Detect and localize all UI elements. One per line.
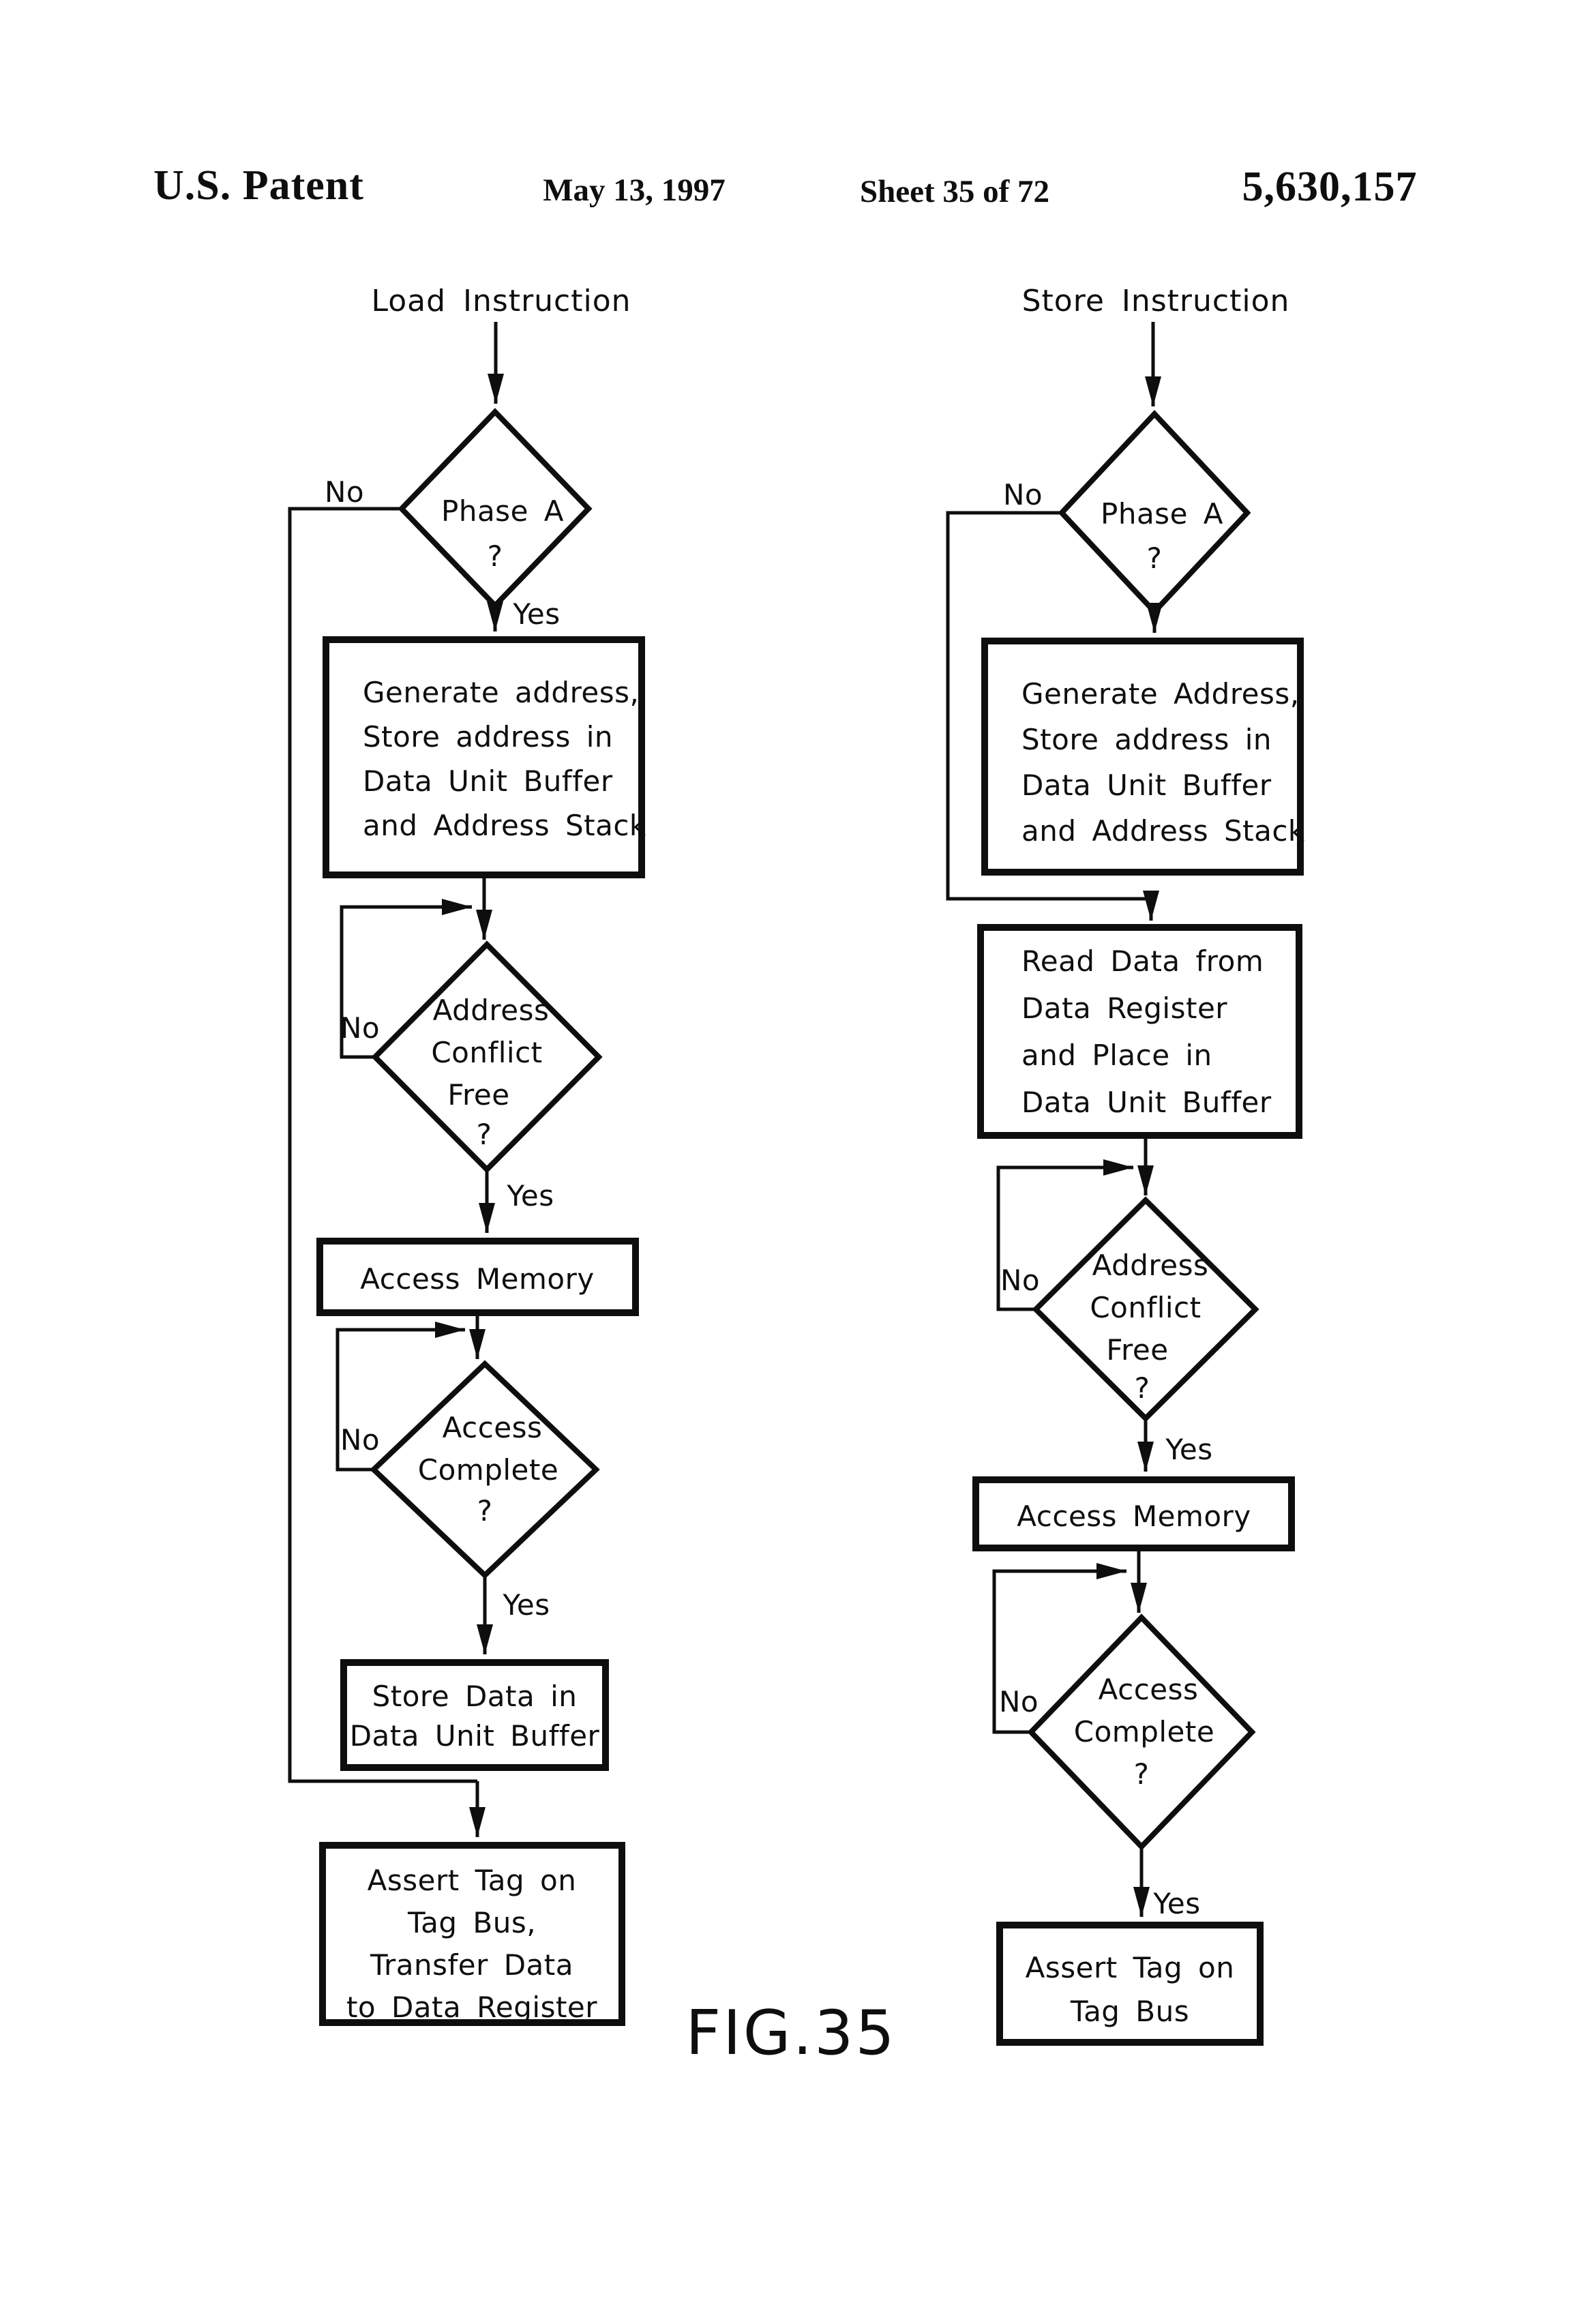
- store-read-line1: Read Data from: [1021, 944, 1264, 978]
- load-phase-a-no-connector: [288, 507, 477, 1783]
- load-phase-a-question-mark: ?: [488, 539, 503, 573]
- store-read-line2: Data Register: [1021, 992, 1227, 1025]
- load-complete-line2: Complete: [418, 1453, 558, 1487]
- load-assert-line3: Transfer Data: [370, 1948, 573, 1982]
- store-generate-address-box: [981, 638, 1304, 876]
- store-conflict-line1: Address: [1092, 1249, 1209, 1282]
- store-complete-no-loop-connector: [992, 1563, 1126, 1734]
- store-conflict-line2: Conflict: [1090, 1291, 1201, 1324]
- load-store-data-box: [340, 1659, 609, 1771]
- store-conflict-question-mark: ?: [1135, 1371, 1150, 1405]
- load-access-memory-text: Access Memory: [360, 1262, 594, 1296]
- load-conflict-yes-label: Yes: [506, 1179, 554, 1212]
- store-complete-no-label: No: [999, 1685, 1039, 1718]
- store-conflict-no-label: No: [1000, 1264, 1040, 1297]
- store-assert-line2: Tag Bus: [1070, 1995, 1189, 2028]
- store-complete-line1: Access: [1099, 1673, 1199, 1706]
- store-generate-line3: Data Unit Buffer: [1021, 769, 1272, 802]
- load-chart-title: Load Instruction: [371, 284, 631, 318]
- load-phase-a-no-label: No: [325, 475, 364, 509]
- store-complete-question-mark: ?: [1134, 1757, 1150, 1791]
- load-complete-yes-label: Yes: [502, 1588, 550, 1622]
- store-read-data-box: [977, 924, 1302, 1139]
- load-store-data-line2: Data Unit Buffer: [350, 1719, 600, 1753]
- load-conflict-line3: Free: [447, 1078, 509, 1112]
- store-generate-line4: and Address Stack: [1021, 814, 1305, 848]
- load-generate-line2: Store address in: [363, 720, 613, 754]
- load-conflict-no-label: No: [340, 1011, 380, 1045]
- store-phase-a-no-connector: [946, 511, 1151, 901]
- load-assert-tag-box: [319, 1842, 625, 2026]
- sheet-number: Sheet 35 of 72: [860, 174, 1049, 209]
- load-phase-a-text: Phase A: [441, 494, 564, 528]
- load-assert-line1: Assert Tag on: [368, 1864, 577, 1897]
- store-conflict-line3: Free: [1106, 1333, 1168, 1367]
- store-chart-title: Store Instruction: [1022, 284, 1290, 318]
- load-access-memory-box: [316, 1238, 639, 1316]
- store-access-memory-box: [972, 1476, 1295, 1551]
- load-complete-no-loop-connector: [335, 1322, 465, 1472]
- load-instruction-flowchart: Load Instruction Phase A ? No Yes Genera…: [288, 284, 646, 2026]
- patent-date: May 13, 1997: [543, 173, 726, 208]
- store-access-memory-text: Access Memory: [1017, 1500, 1251, 1533]
- load-conflict-no-loop-connector: [340, 899, 472, 1059]
- load-assert-line2: Tag Bus,: [407, 1906, 536, 1939]
- store-phase-a-question-mark: ?: [1147, 541, 1163, 575]
- load-assert-line4: to Data Register: [346, 1991, 597, 2024]
- load-phase-a-yes-label: Yes: [512, 597, 560, 631]
- store-phase-a-text: Phase A: [1101, 497, 1223, 531]
- store-generate-line2: Store address in: [1021, 723, 1272, 756]
- store-conflict-yes-label: Yes: [1165, 1433, 1212, 1466]
- store-assert-tag-box: [996, 1922, 1264, 2046]
- patent-publication-label: U.S. Patent: [153, 162, 364, 209]
- load-complete-no-label: No: [340, 1423, 380, 1457]
- load-generate-line4: and Address Stack: [363, 809, 646, 842]
- store-complete-yes-label: Yes: [1152, 1887, 1200, 1920]
- store-read-line4: Data Unit Buffer: [1021, 1086, 1272, 1119]
- load-conflict-line2: Conflict: [431, 1036, 542, 1069]
- page-header: U.S. Patent May 13, 1997 Sheet 35 of 72 …: [153, 162, 1418, 210]
- patent-number: 5,630,157: [1242, 164, 1418, 210]
- load-generate-line1: Generate address,: [363, 676, 639, 709]
- figure-caption: FIG.35: [685, 1997, 896, 2069]
- load-generate-line3: Data Unit Buffer: [363, 764, 613, 798]
- store-assert-line1: Assert Tag on: [1026, 1951, 1235, 1984]
- store-complete-line2: Complete: [1074, 1715, 1214, 1748]
- load-conflict-question-mark: ?: [477, 1118, 492, 1151]
- load-complete-line1: Access: [443, 1411, 543, 1444]
- load-complete-question-mark: ?: [477, 1494, 493, 1528]
- store-phase-a-no-label: No: [1003, 478, 1043, 511]
- load-conflict-line1: Address: [433, 994, 550, 1027]
- store-generate-line1: Generate Address,: [1021, 677, 1300, 711]
- store-conflict-no-loop-connector: [996, 1159, 1133, 1311]
- load-store-data-line1: Store Data in: [372, 1680, 578, 1713]
- store-read-line3: and Place in: [1021, 1039, 1212, 1072]
- store-instruction-flowchart: Store Instruction Phase A ? No Yes Gener…: [946, 284, 1305, 2046]
